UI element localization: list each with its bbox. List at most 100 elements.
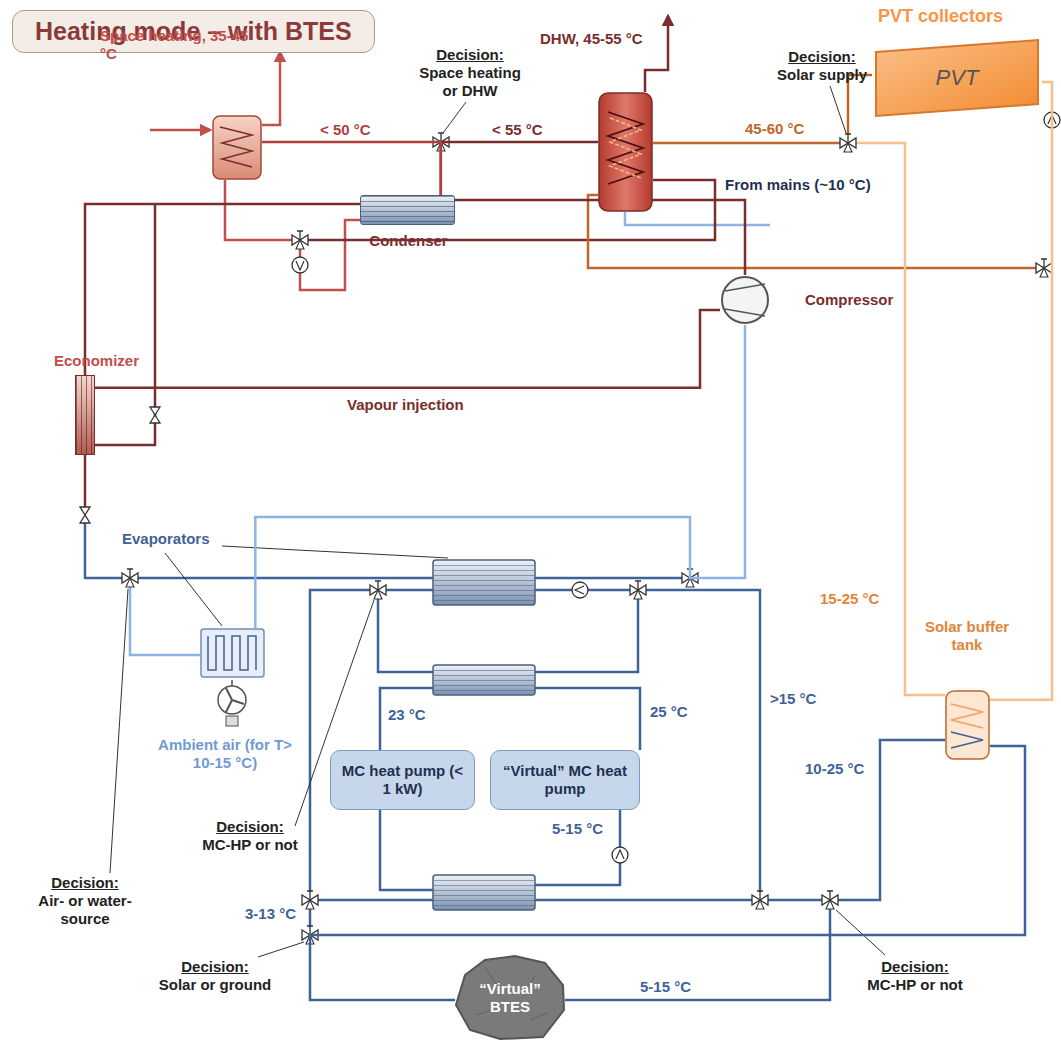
- air-source-pipe: [130, 212, 770, 655]
- pipe: [85, 16, 1044, 1000]
- water-loop-pipe: [318, 899, 433, 902]
- btes-store: “Virtual” BTES: [455, 955, 565, 1040]
- annotation-label: 10-25 °C: [805, 760, 864, 778]
- air-evaporator-text: Ambient air (for T> 10-15 °C): [150, 736, 300, 772]
- heat-exchanger: [434, 666, 534, 694]
- solar-buffer-tank-shape: [946, 691, 989, 759]
- annotation-label: >15 °C: [770, 690, 816, 708]
- pipe-connector: [455, 200, 745, 275]
- air-evaporator-shape: [208, 636, 256, 670]
- decision-heading: Decision:: [20, 874, 150, 892]
- dhw-tank-shape: [598, 92, 653, 212]
- fan-symbol: [218, 680, 246, 726]
- pipe-connector: [990, 82, 1052, 700]
- virtual-mc-heat-pump-text: “Virtual” MC heat pump: [491, 762, 639, 798]
- valve-symbol: [1036, 259, 1052, 277]
- hot-water-pipe: [645, 16, 668, 92]
- annotation-label: Evaporators: [122, 530, 210, 548]
- water-loop-pipe: [380, 810, 433, 890]
- dhw-tank-shape: [599, 93, 652, 211]
- fan-symbol: [218, 686, 246, 714]
- space-heating-pipe: [300, 220, 360, 290]
- solar-pipe: [653, 142, 840, 145]
- virtual-mc-heat-pump: “Virtual” MC heat pump: [490, 750, 640, 810]
- heat-exchanger: [434, 561, 534, 604]
- annotation-label: From mains (~10 °C): [725, 176, 871, 194]
- water-loop-pipe: [768, 899, 822, 902]
- annotation-label: Air- or water-source: [20, 892, 150, 928]
- water-loop-pipe: [535, 598, 638, 672]
- solar-buffer-tank-shape: [945, 690, 990, 760]
- water-loop-pipe: [310, 590, 945, 1000]
- water-loop-pipe: [380, 688, 433, 750]
- evaporator-pipe: [85, 522, 122, 578]
- annotation-label: MC-HP or not: [200, 836, 300, 854]
- dhw-tank: DHW, 45-55 °C: [598, 92, 653, 212]
- pump-symbol: [572, 582, 588, 598]
- compressor: Compressor: [720, 275, 770, 325]
- annotation-label: 23 °C: [388, 706, 426, 724]
- connector-label: < 50 °C: [318, 121, 373, 139]
- annotation-label: Solar or ground: [155, 976, 275, 994]
- valve-symbol: [370, 581, 386, 599]
- fan-symbol: [226, 716, 238, 726]
- pump-symbol: [292, 257, 308, 273]
- solar-buffer-tank-text: Solar buffer tank: [917, 618, 1017, 654]
- pipe-connector: [310, 746, 1025, 1000]
- leader-line: [443, 102, 466, 133]
- water-loop-pipe: [535, 863, 620, 885]
- annotation-label: Solar supply: [772, 66, 872, 84]
- valve-symbol: [630, 581, 646, 599]
- water-loop-pipe: [588, 589, 630, 592]
- water-loop-pipe: [535, 899, 752, 902]
- valve-symbol: [122, 569, 138, 587]
- water-loop-pipe: [619, 810, 622, 847]
- heat-exchanger: [433, 875, 535, 910]
- decision-heading: Decision:: [155, 958, 275, 976]
- heat-exchanger: [433, 560, 535, 605]
- air-source-pipe: [130, 586, 200, 655]
- refrigerant-pipe: [84, 455, 87, 508]
- pvt-collector-text: PVT collectors: [878, 6, 1003, 28]
- solar-pipe-cold: [856, 143, 945, 695]
- heat-exchanger: [433, 665, 535, 695]
- dhw-tank-shape: [608, 112, 643, 184]
- annotation-label: 25 °C: [650, 703, 688, 721]
- space-heating-exchanger-shape: [213, 116, 261, 179]
- valve-symbol: [822, 891, 838, 909]
- expansion-valve: [80, 507, 90, 523]
- pipe-connector: [441, 142, 598, 195]
- annotation-label: 15-25 °C: [820, 590, 879, 608]
- compressor-shape: [720, 275, 770, 325]
- water-loop-pipe: [535, 589, 572, 592]
- economizer: Economizer: [75, 375, 95, 455]
- water-loop-pipe: [386, 589, 433, 592]
- pump-symbol: [292, 257, 308, 273]
- decision-heading: Decision:: [772, 48, 872, 66]
- decision-heading: Decision:: [865, 958, 965, 976]
- space-heating-exchanger-text: Space heating, 35-45 °C: [100, 27, 250, 63]
- water-loop-pipe: [310, 590, 370, 892]
- leader-line: [110, 86, 885, 957]
- compressor-shape: [722, 277, 768, 323]
- decision-heading: Decision:: [415, 46, 525, 64]
- pvt-collector-text: PVT: [872, 65, 1042, 91]
- hot-water-pipe: [308, 180, 715, 240]
- water-loop-pipe: [565, 908, 830, 1000]
- air-evaporator: Ambient air (for T> 10-15 °C): [200, 628, 265, 678]
- water-loop-pipe: [309, 908, 312, 927]
- btes-store-text: “Virtual” BTES: [455, 980, 565, 1016]
- pipe-connector: [95, 310, 720, 388]
- evaporator-pipe: [535, 577, 682, 580]
- air-source-pipe: [625, 212, 770, 225]
- compressor-text: Compressor: [805, 291, 893, 309]
- refrigerant-pipe: [95, 204, 155, 445]
- solar-buffer-tank: Solar buffer tank: [945, 690, 990, 760]
- decision-heading: Decision:: [200, 818, 300, 836]
- solar-pipe-cold: [856, 143, 945, 695]
- space-heating-exchanger: Space heating, 35-45 °C: [212, 115, 262, 180]
- annotation-label: Space heating or DHW: [415, 64, 525, 100]
- solar-buffer-tank-shape: [951, 732, 983, 748]
